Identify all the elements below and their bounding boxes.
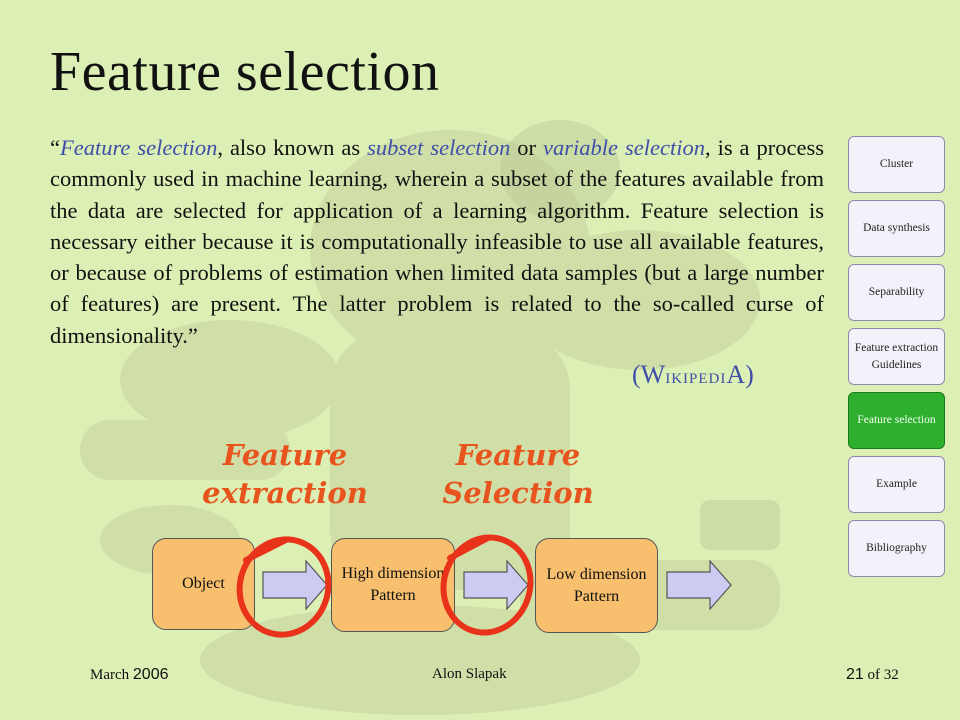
- attribution-open-paren: (: [632, 360, 641, 389]
- footer-page-of: of: [867, 667, 881, 683]
- footer-page-total: 32: [883, 667, 899, 683]
- quote-text-1: , also known as: [217, 135, 368, 160]
- right-block-arrow-icon: [666, 560, 732, 610]
- box-high-dimension-pattern: High dimension Pattern: [331, 538, 455, 632]
- footer-page-current: 21: [846, 666, 864, 683]
- slide-title: Feature selection: [50, 41, 440, 103]
- box-object: Object: [152, 538, 255, 630]
- quote-term-feature-selection: Feature selection: [60, 135, 218, 160]
- attribution-cap-a: A: [726, 360, 746, 389]
- nav-bibliography[interactable]: Bibliography: [848, 520, 945, 577]
- attribution-small-caps: IKIPEDI: [665, 371, 727, 387]
- nav-cluster[interactable]: Cluster: [848, 136, 945, 193]
- nav-data-synthesis[interactable]: Data synthesis: [848, 200, 945, 257]
- quote-attribution: (WIKIPEDIA): [632, 360, 754, 390]
- label-feature-extraction: Feature extraction: [202, 438, 368, 510]
- nav-feature-selection[interactable]: Feature selection: [848, 392, 945, 449]
- quote-text-2: or: [510, 135, 544, 160]
- nav-feature-extraction-guidelines[interactable]: Feature extraction Guidelines: [848, 328, 945, 385]
- footer-author: Alon Slapak: [432, 666, 507, 682]
- footer-year: 2006: [132, 666, 169, 683]
- attribution-cap-w: W: [640, 360, 666, 389]
- footer-page-number: 21 of 32: [846, 666, 899, 684]
- quote-text-3: , is a process commonly used in machine …: [50, 135, 824, 348]
- right-block-arrow-icon: [262, 560, 328, 610]
- quote-close-mark: ”: [187, 322, 198, 348]
- box-low-dimension-pattern: Low dimension Pattern: [535, 538, 658, 633]
- footer-month: March: [90, 667, 130, 683]
- wikipedia-quote: “Feature selection, also known as subset…: [50, 132, 824, 351]
- footer-date: March 2006: [90, 666, 169, 684]
- quote-open-mark: “: [50, 135, 60, 160]
- quote-term-variable-selection: variable selection: [543, 135, 705, 160]
- label-feature-selection: Feature Selection: [442, 438, 594, 510]
- right-block-arrow-icon: [463, 560, 529, 610]
- nav-separability[interactable]: Separability: [848, 264, 945, 321]
- attribution-close-paren: ): [745, 360, 754, 389]
- quote-term-subset-selection: subset selection: [367, 135, 511, 160]
- nav-example[interactable]: Example: [848, 456, 945, 513]
